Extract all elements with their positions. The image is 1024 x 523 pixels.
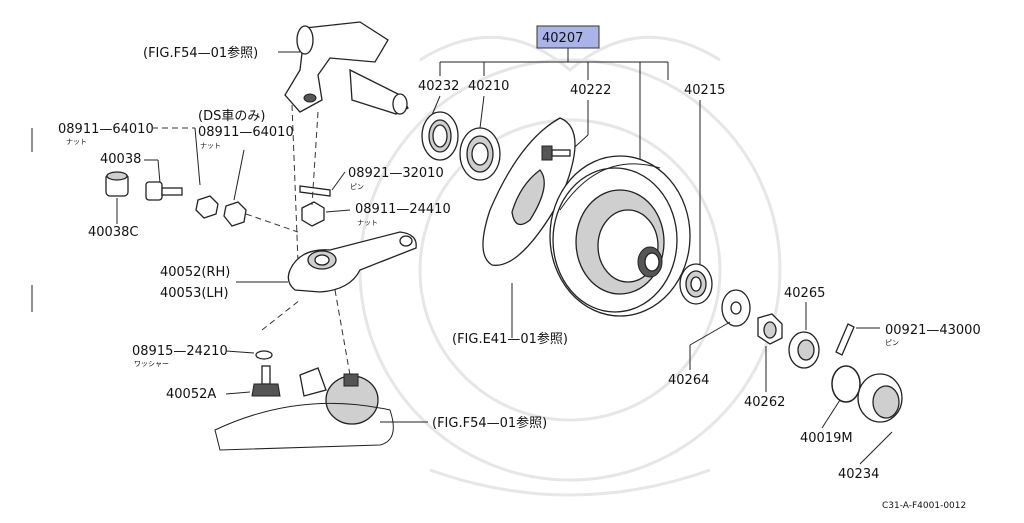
cotter-pin-32010: [299, 185, 331, 197]
label-pin-32010-sub: ピン: [350, 183, 364, 191]
label-40038c: 40038C: [88, 225, 138, 240]
washer-24210: [255, 350, 273, 360]
diagram-code: C31-A-F4001-0012: [882, 501, 966, 511]
assembly-bracket: [439, 48, 669, 165]
label-washer-sub: ワッシャー: [134, 360, 169, 368]
nut-24410: [301, 201, 325, 227]
label-nut-left: 08911—64010: [58, 122, 154, 137]
nut-64010-b: [223, 201, 247, 227]
label-nut-left-sub: ナット: [66, 138, 87, 146]
label-40265: 40265: [784, 286, 825, 301]
label-nut-ds-sub: ナット: [200, 142, 221, 150]
watermark-emblem: [358, 35, 782, 497]
label-pin-43000-sub: ピン: [885, 339, 899, 347]
nut-64010-a: [195, 195, 219, 219]
lock-cap-40265: [788, 331, 820, 369]
label-washer: 08915—24210: [132, 344, 228, 359]
label-nut-ds: 08911—64010: [198, 125, 294, 140]
label-pin-43000: 00921—43000: [885, 323, 981, 338]
label-40038: 40038: [100, 152, 141, 167]
label-nut-24410: 08911—24410: [355, 202, 451, 217]
cotter-pin-43000: [835, 323, 855, 356]
label-40210: 40210: [468, 79, 509, 94]
label-40264: 40264: [668, 373, 709, 388]
ball-joint: [214, 367, 394, 451]
bolt-40038: [145, 181, 183, 201]
label-40215: 40215: [684, 83, 725, 98]
washer-40264: [721, 289, 751, 327]
steering-arm: [287, 231, 417, 293]
label-40052a: 40052A: [166, 387, 216, 402]
balljoint-ref: (FIG.F54—01参照): [432, 415, 547, 431]
label-40232: 40232: [418, 79, 459, 94]
label-40019m: 40019M: [800, 431, 853, 446]
grease-cap-40234: [857, 373, 903, 423]
label-40234: 40234: [838, 467, 879, 482]
label-arm-rh: 40052(RH): [160, 265, 230, 280]
backing-ref: (FIG.E41—01参照): [452, 331, 568, 347]
label-arm-lh: 40053(LH): [160, 286, 229, 301]
label-nut-24410-sub: ナット: [357, 219, 378, 227]
bushing-40038c: [105, 171, 129, 197]
nut-40262: [757, 313, 783, 345]
label-40262: 40262: [744, 395, 785, 410]
oil-seal-40232: [421, 111, 459, 161]
label-ds-only: (DS車のみ): [198, 109, 265, 124]
label-40222: 40222: [570, 83, 611, 98]
knuckle-ref: (FIG.F54—01参照): [143, 45, 258, 61]
steering-knuckle: [284, 21, 409, 115]
o-ring-40019m: [831, 365, 861, 403]
disc-rotor-hub: [549, 155, 691, 317]
bearing-40210: [459, 127, 501, 181]
assembly-label: 40207: [542, 31, 583, 46]
label-pin-32010: 08921—32010: [348, 166, 444, 181]
bearing-40215: [679, 263, 713, 305]
bolt-40052a: [251, 365, 281, 397]
hub-bolt-40222: [541, 145, 571, 161]
